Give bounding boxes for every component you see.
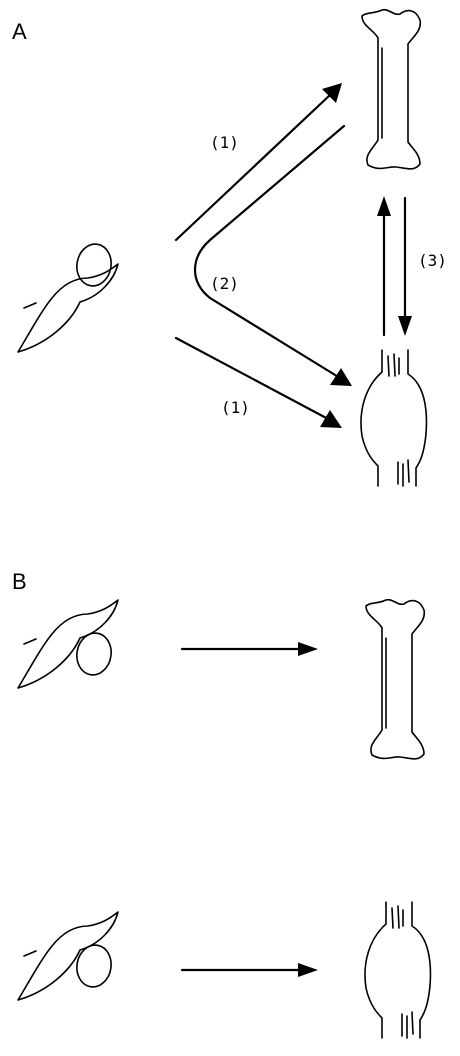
panel-a-label: A <box>12 19 27 44</box>
arrowhead-via-intermediate <box>330 368 352 386</box>
cell-nucleus <box>74 241 115 288</box>
progenitor-cell-icon <box>18 912 118 1000</box>
arrow-cell-to-bone <box>176 95 330 240</box>
progenitor-cell-icon <box>18 600 118 688</box>
arrowhead-to-muscle <box>298 963 318 977</box>
bone-icon <box>366 600 424 759</box>
step-label-direct-bottom: (1) <box>221 398 250 417</box>
step-label-interconversion: (3) <box>418 251 447 270</box>
step-label-via-intermediate: (2) <box>210 274 239 293</box>
arrowhead-to-muscle <box>320 410 342 428</box>
arrowhead-down <box>398 316 412 336</box>
bone-icon <box>362 10 420 169</box>
muscle-icon <box>361 350 426 486</box>
panel-b-label: B <box>12 569 27 594</box>
arrow-bone-to-muscle-via-intermediate <box>195 126 344 378</box>
muscle-icon <box>365 902 430 1038</box>
progenitor-cell-icon <box>18 264 118 352</box>
arrowhead-to-bone <box>298 642 318 656</box>
arrow-cell-to-muscle <box>176 338 330 420</box>
arrowhead-up <box>377 196 391 216</box>
step-label-direct-top: (1) <box>210 133 239 152</box>
